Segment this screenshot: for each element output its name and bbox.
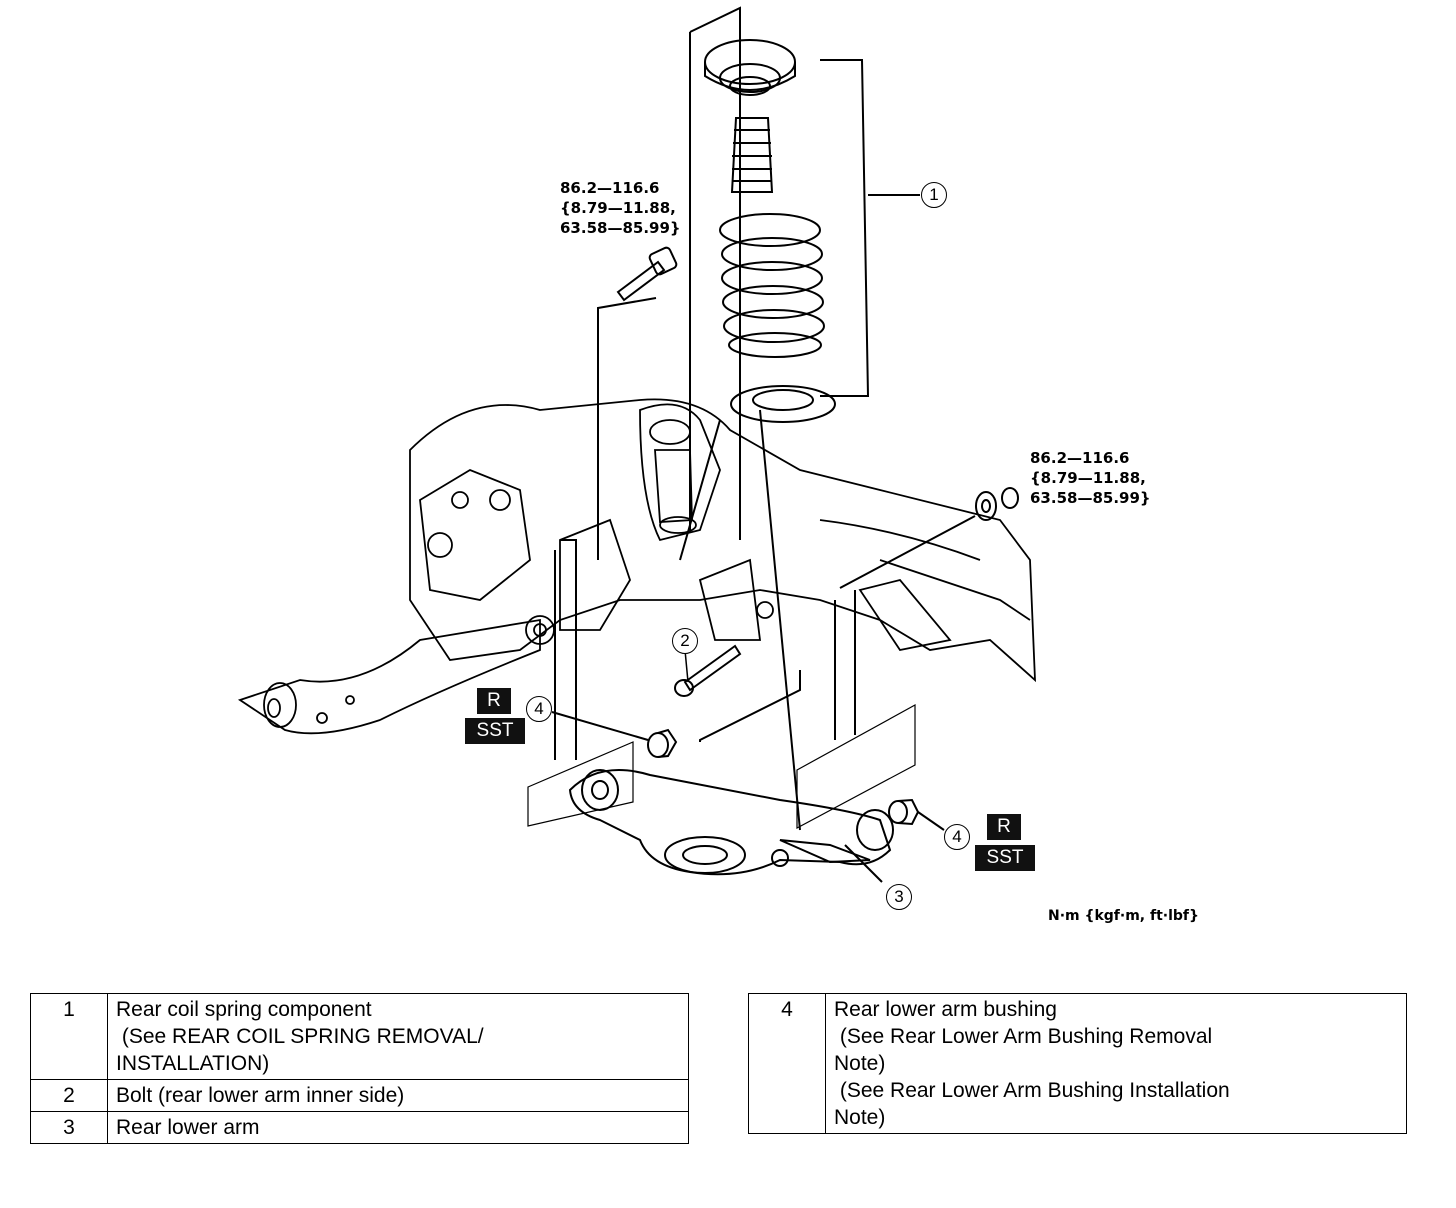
legend-text: (See Rear Lower Arm Bushing Removal [834, 1025, 1213, 1048]
callout-4-right: 4 [944, 824, 970, 850]
sst-tag-left: SST [465, 718, 525, 744]
legend-text: INSTALLATION) [116, 1052, 270, 1075]
legend-number: 3 [30, 1111, 108, 1144]
coil-spring [719, 213, 825, 358]
callout-3: 3 [886, 884, 912, 910]
legend-number: 1 [30, 993, 108, 1080]
torque-line: 63.58—85.99} [1030, 489, 1151, 507]
rear-lower-arm [568, 769, 894, 883]
torque-spec-upper-bolt: 86.2—116.6 {8.79—11.88, 63.58—85.99} [560, 178, 681, 238]
torque-line: 86.2—116.6 [560, 179, 660, 197]
left-bushing [551, 711, 678, 758]
torque-spec-right-nut: 86.2—116.6 {8.79—11.88, 63.58—85.99} [1030, 448, 1151, 508]
torque-units: N·m {kgf·m, ft·lbf} [1048, 908, 1199, 924]
callout-1: 1 [921, 182, 947, 208]
bump-stopper [730, 117, 774, 193]
right-nut [839, 487, 1019, 589]
legend-text: (See Rear Lower Arm Bushing Installation [834, 1079, 1230, 1102]
replace-tag-left: R [477, 688, 511, 714]
legend-description: Rear lower arm bushing (See Rear Lower A… [825, 993, 1407, 1134]
right-bushing [888, 798, 945, 831]
legend-row: 3 Rear lower arm [30, 1111, 689, 1144]
suspension-exploded-diagram [237, 6, 1036, 883]
legend-number: 2 [30, 1079, 108, 1112]
torque-line: {8.79—11.88, [560, 199, 676, 217]
legend-description: Rear lower arm [107, 1111, 689, 1144]
legend-text: Note) [834, 1052, 886, 1075]
upper-mount [704, 39, 796, 96]
legend-row: 1 Rear coil spring component (See REAR C… [30, 993, 689, 1080]
arm-bolt [674, 644, 742, 697]
legend-table-left: 1 Rear coil spring component (See REAR C… [30, 993, 689, 1144]
spring-group-leaders [689, 6, 920, 540]
legend-text: (See REAR COIL SPRING REMOVAL/ [116, 1025, 484, 1048]
legend-text: Rear lower arm [116, 1116, 260, 1139]
upper-bolt [597, 246, 678, 560]
rear-subframe [237, 398, 1036, 735]
legend-text: Rear lower arm bushing [834, 998, 1057, 1021]
torque-line: 86.2—116.6 [1030, 449, 1130, 467]
torque-line: 63.58—85.99} [560, 219, 681, 237]
legend-text: Note) [834, 1106, 886, 1129]
replace-tag-right: R [987, 814, 1021, 840]
legend-description: Rear coil spring component (See REAR COI… [107, 993, 689, 1080]
legend-text: Rear coil spring component [116, 998, 372, 1021]
lower-seat [730, 385, 836, 423]
legend-number: 4 [748, 993, 826, 1134]
sst-tag-right: SST [975, 845, 1035, 871]
legend-description: Bolt (rear lower arm inner side) [107, 1079, 689, 1112]
legend-row: 2 Bolt (rear lower arm inner side) [30, 1079, 689, 1112]
legend-row: 4 Rear lower arm bushing (See Rear Lower… [748, 993, 1407, 1134]
callout-4-left: 4 [526, 696, 552, 722]
legend-text: Bolt (rear lower arm inner side) [116, 1084, 405, 1107]
callout-2: 2 [672, 628, 698, 654]
legend-table-right: 4 Rear lower arm bushing (See Rear Lower… [748, 993, 1407, 1134]
torque-line: {8.79—11.88, [1030, 469, 1146, 487]
